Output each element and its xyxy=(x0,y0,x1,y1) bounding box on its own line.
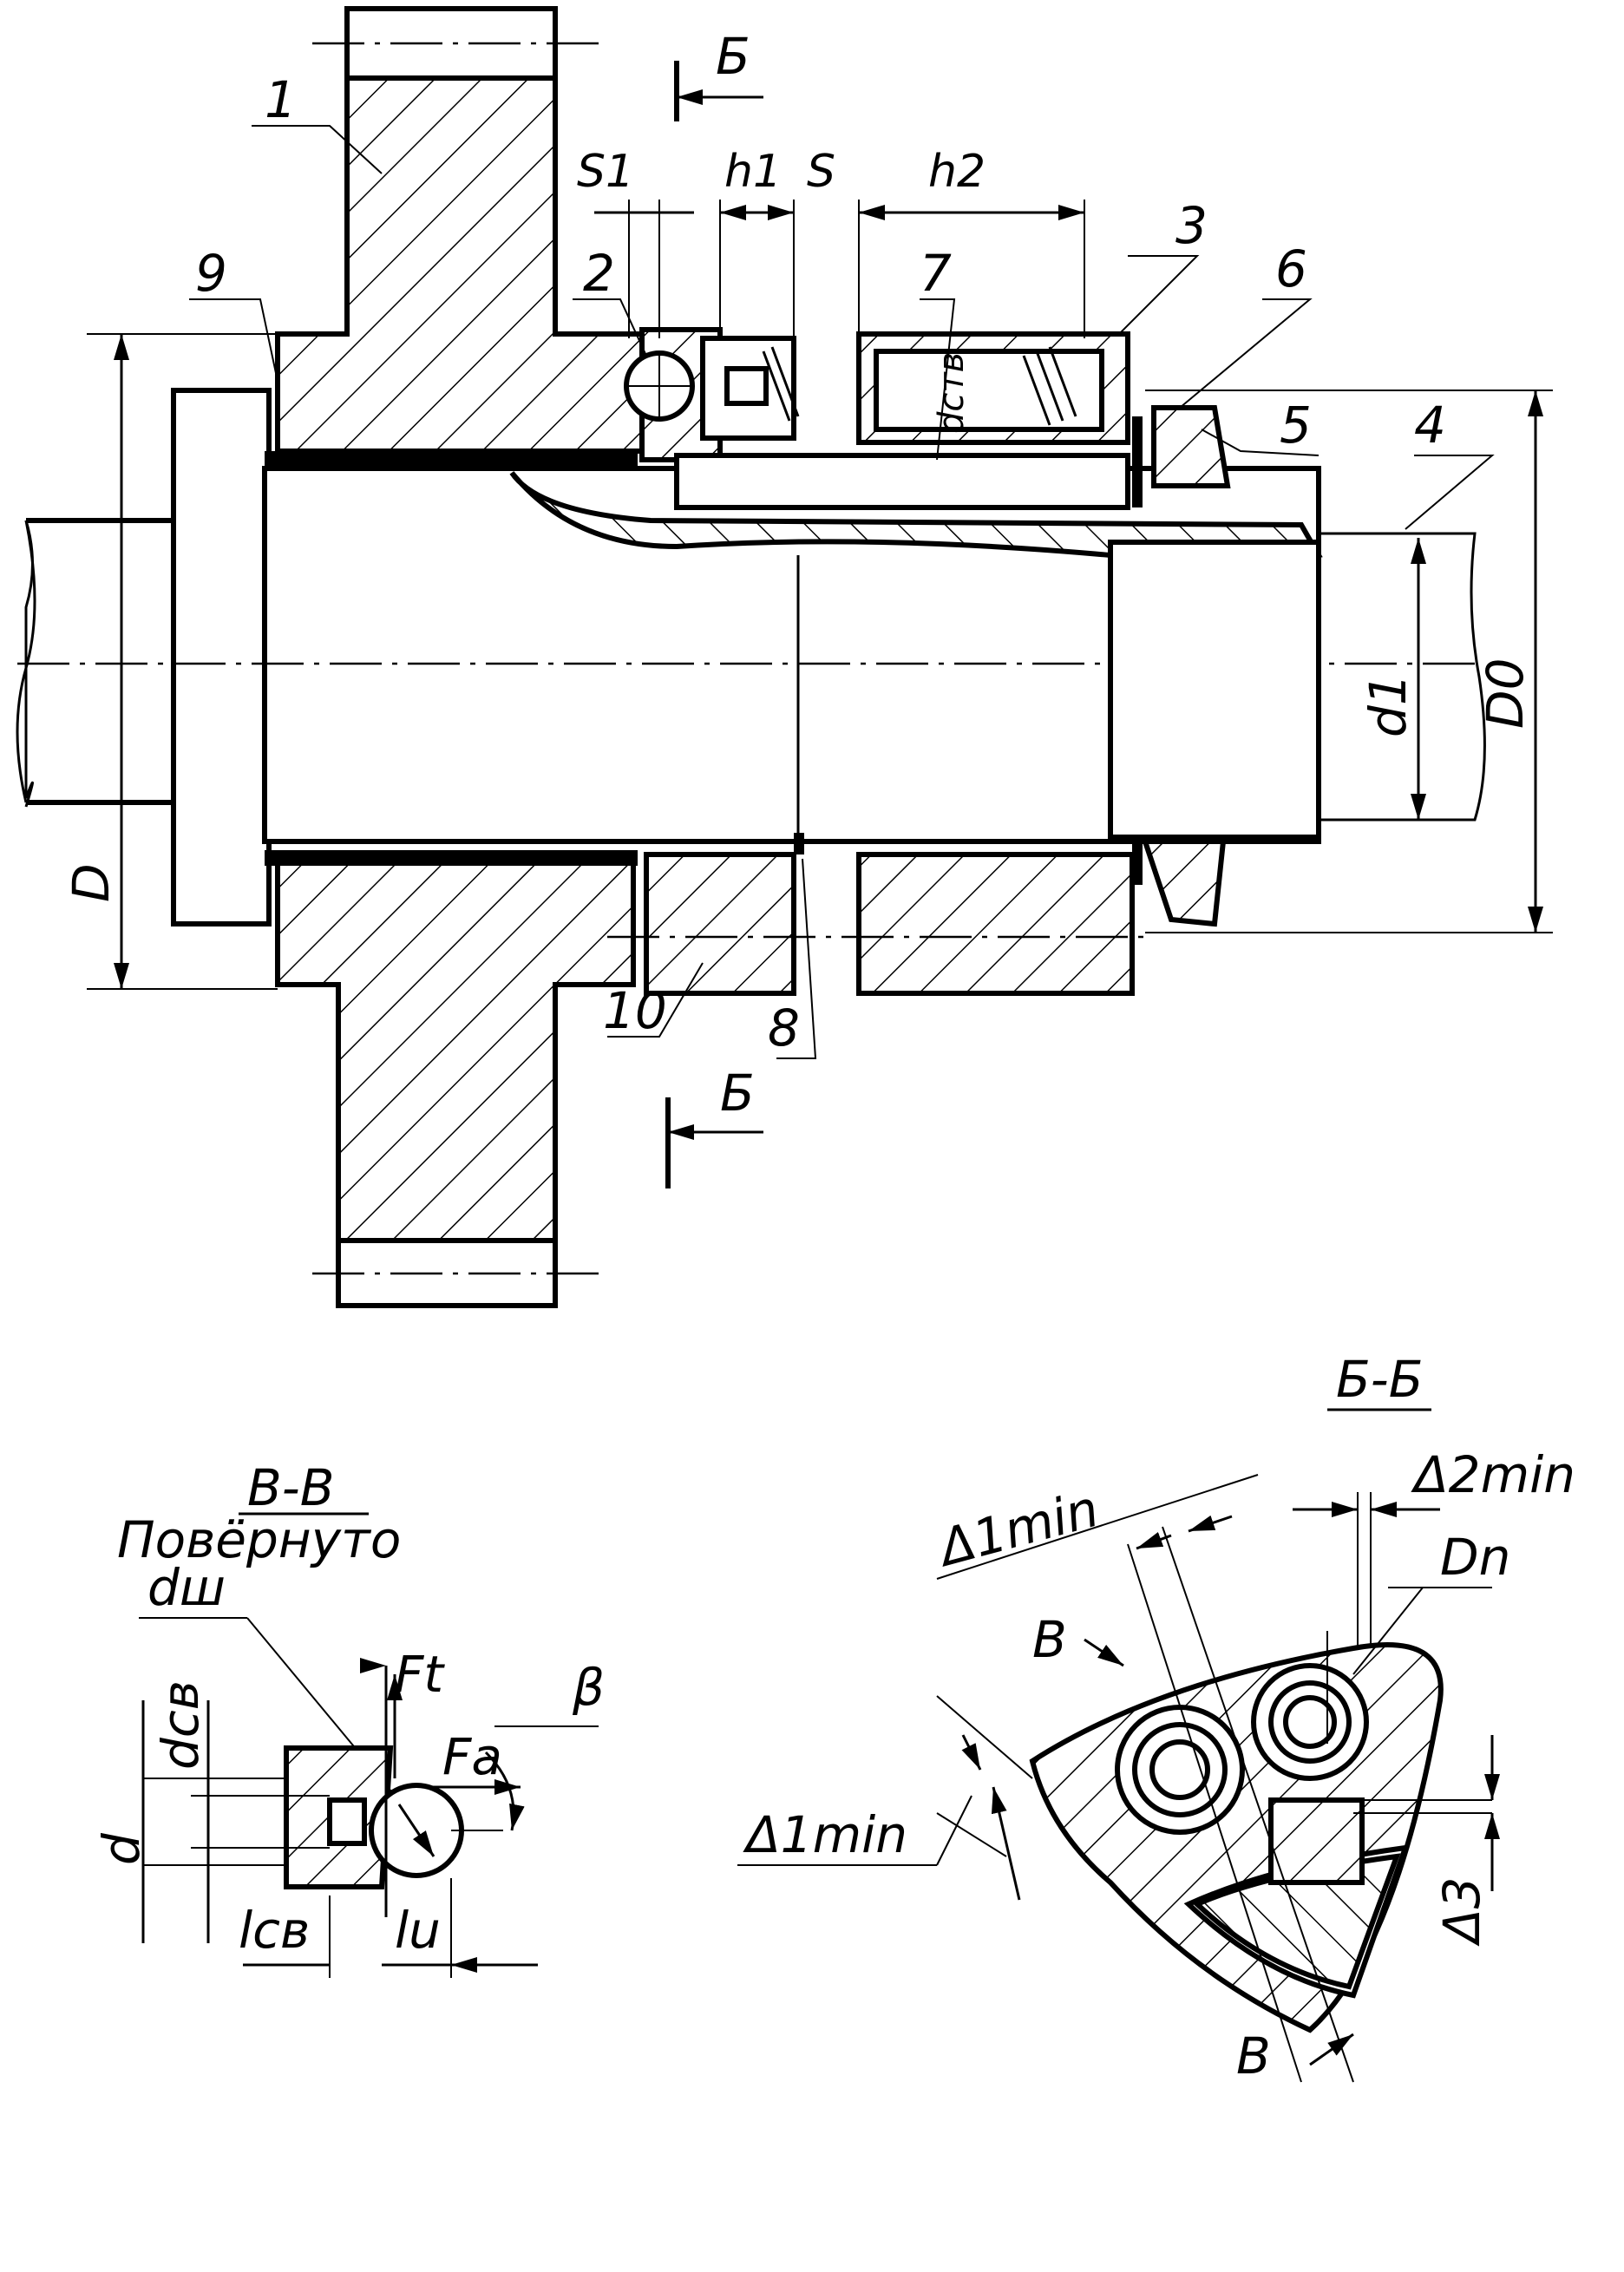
part-label-7: 7 xyxy=(920,244,952,303)
section-bb-title: Б-Б xyxy=(1336,1350,1424,1409)
shaft-flange xyxy=(171,388,272,926)
bushing-9-top xyxy=(265,451,638,468)
section-vv: В-В Повёрнуто dш Ft Fa β dсв d lс xyxy=(92,1458,605,1978)
part-label-8: 8 xyxy=(768,999,800,1057)
key-7 xyxy=(674,453,1130,510)
nut-5-bottom xyxy=(1141,839,1227,927)
bushing-9-bottom xyxy=(265,850,638,866)
dim-D0: D0 xyxy=(1476,658,1535,729)
dim-S: S xyxy=(807,146,835,198)
part-label-9: 9 xyxy=(195,244,227,303)
dim-dctb: dств xyxy=(932,352,972,434)
bb-key xyxy=(1268,1797,1365,1885)
part-label-2: 2 xyxy=(583,244,615,303)
angle-beta: β xyxy=(572,1658,605,1717)
section-mark-bottom: Б xyxy=(720,1064,755,1123)
dim-lu: lu xyxy=(395,1901,441,1960)
nut-5 xyxy=(1151,405,1231,488)
part-label-1: 1 xyxy=(265,70,297,129)
dim-delta3: Δ3 xyxy=(1432,1876,1491,1947)
bb-sector xyxy=(1029,1642,1444,2033)
force-ft: Ft xyxy=(395,1645,445,1704)
section-bb: Б-Б Δ2min xyxy=(737,1350,1575,2085)
section-mark-top: Б xyxy=(716,27,750,86)
dim-d1: d1 xyxy=(1359,673,1418,737)
shaft-right xyxy=(1108,540,1321,840)
dim-h2: h2 xyxy=(928,146,986,198)
dim-D: D xyxy=(62,863,121,902)
ring-right-lower xyxy=(856,852,1135,996)
section-vv-subtitle: Повёрнуто xyxy=(117,1510,401,1569)
part-label-4: 4 xyxy=(1414,396,1446,455)
part-label-10: 10 xyxy=(603,981,667,1040)
part-label-6: 6 xyxy=(1275,239,1307,298)
force-fa: Fa xyxy=(442,1727,502,1786)
part-label-3: 3 xyxy=(1175,196,1208,255)
mark-v-bottom: В xyxy=(1236,2026,1271,2085)
part-label-5: 5 xyxy=(1280,396,1312,455)
dim-d: d xyxy=(92,1832,151,1865)
ring-10 xyxy=(644,852,796,996)
dim-dsh: dш xyxy=(147,1558,226,1617)
dim-delta2min: Δ2min xyxy=(1411,1445,1575,1504)
mark-v-top: В xyxy=(1032,1610,1067,1669)
washer-6 xyxy=(1132,416,1143,507)
ring-8 xyxy=(794,833,804,854)
dim-S1: S1 xyxy=(577,146,634,198)
section-vv-title: В-В xyxy=(247,1458,335,1517)
main-view: 1 9 2 7 3 6 5 4 10 8 Б Б S1 h1 S h2 dств… xyxy=(16,6,1553,1308)
dim-delta1min-bottom: Δ1min xyxy=(743,1805,907,1864)
dim-h1: h1 xyxy=(724,146,782,198)
dim-lcv: lсв xyxy=(239,1901,310,1960)
dim-dcv: dсв xyxy=(151,1680,210,1770)
dim-Dn: Dn xyxy=(1440,1528,1510,1587)
dim-delta1min-top: Δ1min xyxy=(930,1479,1104,1579)
